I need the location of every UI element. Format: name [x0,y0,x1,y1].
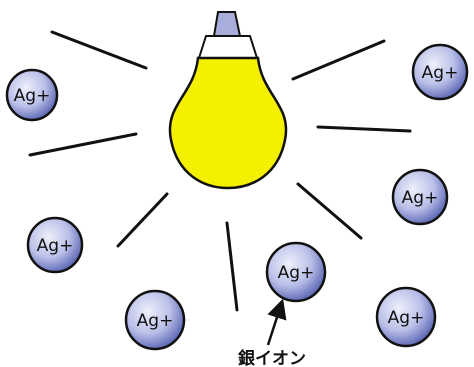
caption-arrow [266,298,287,346]
bulb-tip [212,11,242,37]
light-ray [296,182,363,240]
ion-label: Ag+ [388,308,425,328]
light-ray [316,125,412,133]
ion-label: Ag+ [137,311,174,331]
ion-circle [411,43,469,101]
ion-ag-2: Ag+ [411,43,469,101]
silver-ion-caption: 銀イオン [238,348,306,367]
ion-ag-4: Ag+ [26,216,84,274]
light-ray [116,192,169,248]
ion-circle [5,68,59,122]
ion-circle [26,216,84,274]
ion-label: Ag+ [422,63,459,83]
bulb-glass [168,56,288,190]
ion-label: Ag+ [14,86,51,106]
ion-ag-5: Ag+ [265,241,327,303]
ion-label: Ag+ [37,236,74,256]
ion-label: Ag+ [278,263,315,283]
light-ray [291,39,386,81]
ion-circle [265,241,327,303]
ion-ag-7: Ag+ [375,286,437,348]
ion-circle [375,286,437,348]
ion-label: Ag+ [402,188,439,208]
bulb-cap [197,35,259,59]
ion-circle [391,168,449,226]
light-rays [28,30,412,312]
light-ray [225,221,239,312]
light-ray [50,30,148,70]
light-bulb-icon [168,11,288,190]
ion-circle [124,289,186,351]
ion-ag-6: Ag+ [124,289,186,351]
light-ray [28,132,138,157]
ion-ag-1: Ag+ [5,68,59,122]
ion-ag-3: Ag+ [391,168,449,226]
